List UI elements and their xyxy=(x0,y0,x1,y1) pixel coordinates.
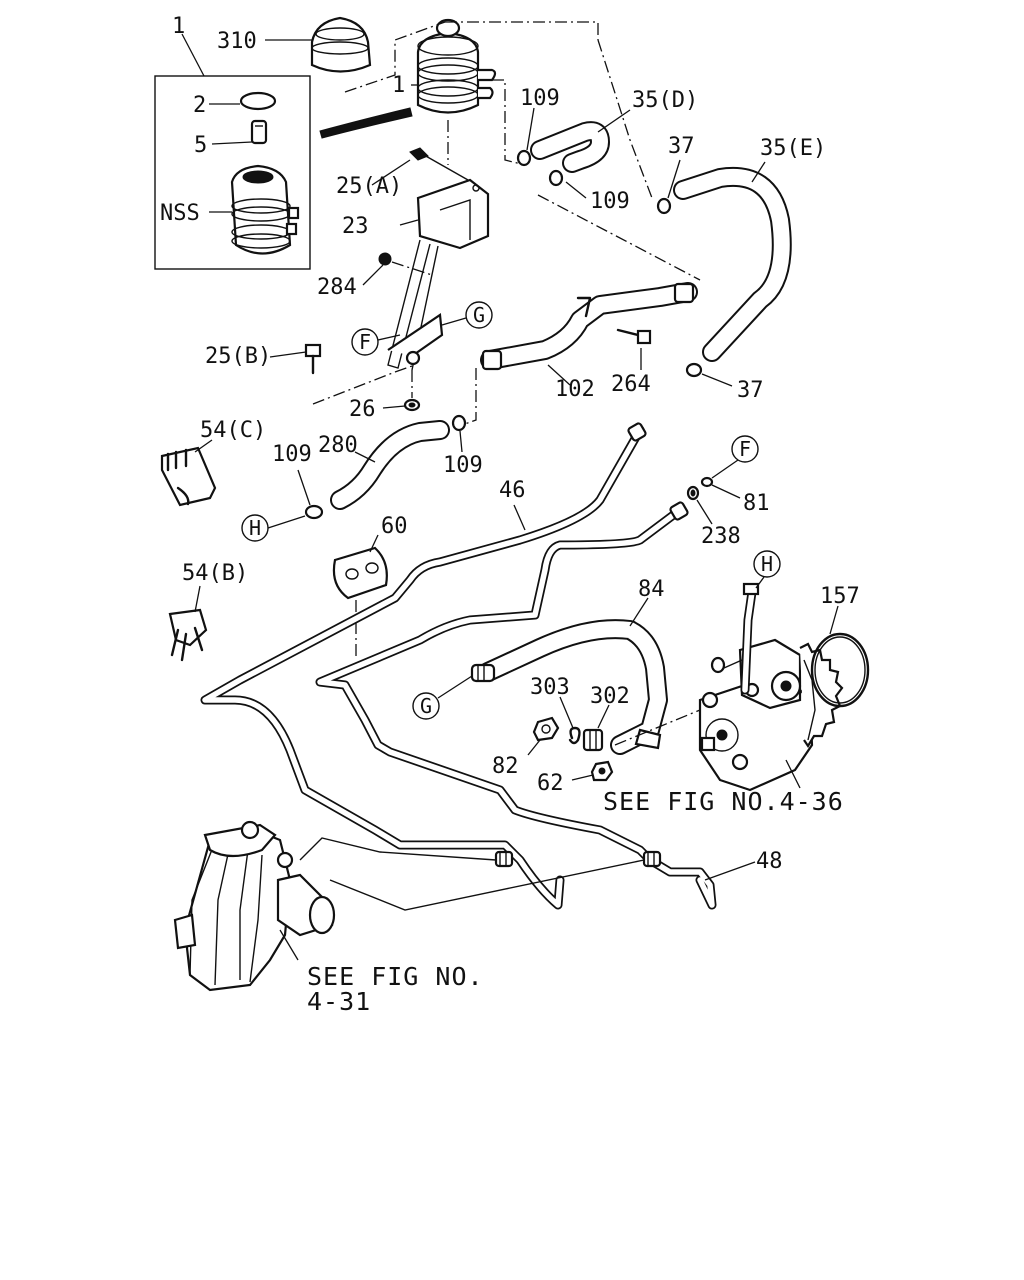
svg-text:G: G xyxy=(473,303,485,327)
reservoir-nss xyxy=(230,164,300,255)
callout-2: 2 xyxy=(193,93,206,118)
nut-62 xyxy=(571,760,614,782)
guide-line xyxy=(597,39,653,199)
reference-fig-4-31-line2: 4-31 xyxy=(307,987,371,1016)
callout-25b: 25(B) xyxy=(205,344,271,369)
hose-35d xyxy=(530,109,631,173)
guide-line xyxy=(344,21,446,93)
clamp-37-lower xyxy=(685,362,733,387)
callout-23: 23 xyxy=(342,214,369,239)
callout-280: 280 xyxy=(318,433,358,458)
callout-35e: 35(E) xyxy=(760,136,826,161)
guide-line xyxy=(312,365,413,405)
clip-54c xyxy=(160,439,217,507)
bolt-25a xyxy=(371,147,469,186)
callout-1-reservoir: 1 xyxy=(392,73,405,98)
bracket-23 xyxy=(387,178,490,371)
callout-264: 264 xyxy=(611,372,651,397)
callout-81: 81 xyxy=(743,491,770,516)
fitting-46 xyxy=(494,850,514,868)
callout-157: 157 xyxy=(820,584,860,609)
guide-line xyxy=(329,859,645,911)
callout-84: 84 xyxy=(638,577,665,602)
guide-line xyxy=(461,368,477,426)
callout-62: 62 xyxy=(537,771,564,796)
callout-25a: 25(A) xyxy=(336,174,402,199)
callout-109-b: 109 xyxy=(590,189,630,214)
washer-238 xyxy=(686,485,713,525)
kit-inset-box xyxy=(154,33,311,270)
callout-102: 102 xyxy=(555,377,595,402)
bolt-264 xyxy=(616,328,652,370)
clamp-37-upper xyxy=(656,159,681,215)
guide-line xyxy=(614,709,701,746)
clamp-109-upper xyxy=(516,107,587,199)
callout-nss: NSS xyxy=(160,201,200,226)
fitting-48 xyxy=(642,850,662,868)
svg-text:H: H xyxy=(761,552,773,576)
pipe-48 xyxy=(315,501,756,910)
callout-46: 46 xyxy=(499,478,526,503)
nut-82 xyxy=(527,716,560,756)
cap-310 xyxy=(265,16,372,73)
reference-fig-4-31-line1: SEE FIG NO. xyxy=(307,962,484,991)
power-steering-pump xyxy=(698,582,844,792)
bolt-25b xyxy=(269,343,322,375)
cap-2 xyxy=(239,91,277,111)
guide-line xyxy=(492,79,526,166)
svg-text:H: H xyxy=(249,516,261,540)
grommet-60 xyxy=(332,534,388,600)
callout-1: 1 xyxy=(172,14,185,39)
callout-303: 303 xyxy=(530,675,570,700)
circle-ref-f-upper: F xyxy=(351,328,401,356)
steering-gear xyxy=(173,820,336,992)
hose-84 xyxy=(470,597,668,755)
hose-35e xyxy=(673,161,792,362)
callout-26: 26 xyxy=(349,397,376,422)
spring-303 xyxy=(559,696,581,745)
callout-5: 5 xyxy=(194,133,207,158)
nut-26 xyxy=(382,398,421,412)
hose-280 xyxy=(330,420,450,510)
circle-ref-h-right: H xyxy=(753,550,781,589)
callout-60: 60 xyxy=(381,514,408,539)
callout-37-a: 37 xyxy=(668,134,695,159)
pipe-102 xyxy=(480,282,698,386)
circle-ref-f-right: F xyxy=(711,435,759,479)
reference-fig-4-36: SEE FIG NO.4-36 xyxy=(603,787,844,816)
callout-37-b: 37 xyxy=(737,378,764,403)
circle-ref-g-upper: G xyxy=(441,301,493,329)
callout-48: 48 xyxy=(756,849,783,874)
callout-109-a: 109 xyxy=(520,86,560,111)
strainer-5 xyxy=(250,119,268,145)
guide-line xyxy=(537,194,701,281)
callout-82: 82 xyxy=(492,754,519,779)
circle-ref-h-left: H xyxy=(241,514,269,542)
callout-238: 238 xyxy=(701,524,741,549)
callout-109-d: 109 xyxy=(443,453,483,478)
reservoir-1 xyxy=(411,18,497,114)
svg-text:F: F xyxy=(359,330,371,354)
callout-109-c: 109 xyxy=(272,442,312,467)
svg-text:F: F xyxy=(739,437,751,461)
callout-54b: 54(B) xyxy=(182,561,248,586)
callout-35d: 35(D) xyxy=(632,88,698,113)
callout-284: 284 xyxy=(317,275,357,300)
connector-arrow xyxy=(319,107,413,139)
nut-284 xyxy=(362,252,433,286)
circle-ref-g-lower: G xyxy=(412,675,473,720)
clip-54b xyxy=(168,585,208,662)
callout-302: 302 xyxy=(590,684,630,709)
callout-310: 310 xyxy=(217,29,257,54)
o-ring-157 xyxy=(810,605,870,708)
svg-text:G: G xyxy=(420,694,432,718)
guide-line xyxy=(445,21,599,40)
clamp-109-lower xyxy=(297,414,467,520)
washer-81 xyxy=(700,476,741,499)
guide-line xyxy=(299,837,497,861)
fitting-302 xyxy=(582,704,610,752)
callout-54c: 54(C) xyxy=(200,418,266,443)
pipe-46 xyxy=(200,422,647,910)
